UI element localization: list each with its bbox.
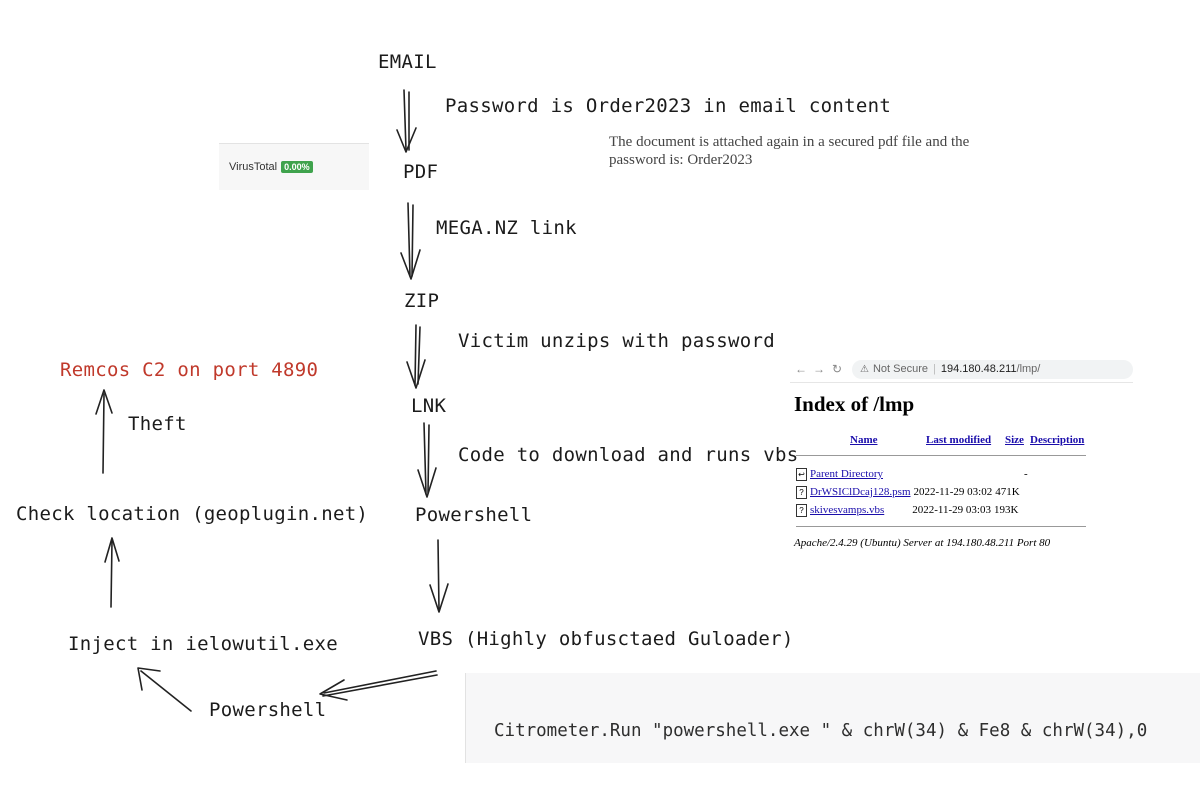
column-last-modified[interactable]: Last modified (926, 434, 992, 446)
virustotal-score-badge: 0.00% (281, 161, 313, 173)
unknown-file-icon: ? (796, 503, 807, 517)
parent-directory-link[interactable]: Parent Directory (810, 468, 883, 480)
url-path: /lmp/ (1016, 363, 1041, 375)
node-remcos-c2: Remcos C2 on port 4890 (60, 359, 319, 381)
file-modified: 2022-11-29 03:02 (913, 486, 993, 498)
url-host: 194.180.48.211 (940, 363, 1017, 375)
arrow-inject-check (104, 537, 120, 608)
file-row: ? DrWSIClDcaj128.psm 2022-11-29 03:02 47… (796, 484, 1020, 500)
email-content-quote: The document is attached again in a secu… (609, 134, 970, 168)
node-zip: ZIP (404, 290, 440, 312)
column-description[interactable]: Description (1030, 434, 1085, 446)
url-box[interactable]: ⚠ Not Secure | 194.180.48.211/lmp/ (852, 359, 1133, 379)
edge-label-zip-lnk: Victim unzips with password (458, 330, 775, 352)
node-pdf: PDF (403, 161, 439, 183)
edge-label-pdf-zip: MEGA.NZ link (436, 217, 577, 239)
file-size: 471K (995, 486, 1020, 498)
reload-icon[interactable]: ↻ (831, 362, 843, 376)
node-inject: Inject in ielowutil.exe (68, 633, 338, 655)
warning-icon: ⚠ (860, 363, 869, 375)
node-email: EMAIL (378, 51, 437, 73)
arrow-powershell-vbs (429, 539, 449, 613)
column-name[interactable]: Name (850, 434, 878, 446)
node-lnk: LNK (411, 395, 447, 417)
arrow-pdf-zip (400, 202, 421, 280)
divider (796, 526, 1086, 527)
edge-label-lnk-powershell: Code to download and runs vbs (458, 444, 799, 466)
virustotal-label: VirusTotal (229, 161, 278, 173)
edge-label-email-pdf: Password is Order2023 in email content (445, 95, 892, 117)
code-line: Citrometer.Run "powershell.exe " & chrW(… (494, 721, 1148, 741)
node-powershell-1: Powershell (415, 504, 533, 526)
unknown-file-icon: ? (796, 485, 807, 499)
index-title: Index of /lmp (794, 392, 915, 416)
arrow-vbs-powershell2 (319, 670, 438, 701)
edge-label-theft: Theft (128, 413, 187, 435)
parent-size: - (1024, 468, 1028, 480)
browser-directory-listing: ← → ↻ ⚠ Not Secure | 194.180.48.211/lmp/… (790, 356, 1133, 556)
file-row: ? skivesvamps.vbs 2022-11-29 03:03 193K (796, 502, 1018, 518)
server-signature: Apache/2.4.29 (Ubuntu) Server at 194.180… (794, 537, 1051, 549)
file-link[interactable]: DrWSIClDcaj128.psm (810, 486, 911, 498)
node-check-location: Check location (geoplugin.net) (16, 503, 369, 525)
arrow-email-pdf (396, 89, 417, 153)
arrow-lnk-powershell (417, 422, 437, 498)
back-arrow-icon[interactable]: ← (795, 362, 807, 376)
forward-arrow-icon[interactable]: → (813, 362, 825, 376)
file-link[interactable]: skivesvamps.vbs (810, 504, 885, 516)
virustotal-snippet: VirusTotal 0.00% (219, 143, 369, 190)
file-modified: 2022-11-29 03:03 (912, 504, 991, 516)
column-size[interactable]: Size (1005, 434, 1024, 446)
parent-directory-row: ↩ Parent Directory - (796, 466, 1028, 482)
browser-address-bar: ← → ↻ ⚠ Not Secure | 194.180.48.211/lmp/ (790, 356, 1133, 383)
node-vbs: VBS (Highly obfusctaed Guloader) (418, 628, 794, 650)
not-secure-label: Not Secure (872, 363, 928, 375)
file-size: 193K (993, 504, 1019, 516)
vbs-code-snippet: Citrometer.Run "powershell.exe " & chrW(… (465, 673, 1200, 763)
divider (796, 455, 1086, 456)
arrow-check-remcos (95, 389, 113, 474)
arrow-zip-lnk (406, 324, 426, 389)
arrow-powershell2-inject (137, 667, 192, 712)
node-powershell-2: Powershell (209, 699, 327, 721)
folder-back-icon: ↩ (796, 467, 807, 481)
